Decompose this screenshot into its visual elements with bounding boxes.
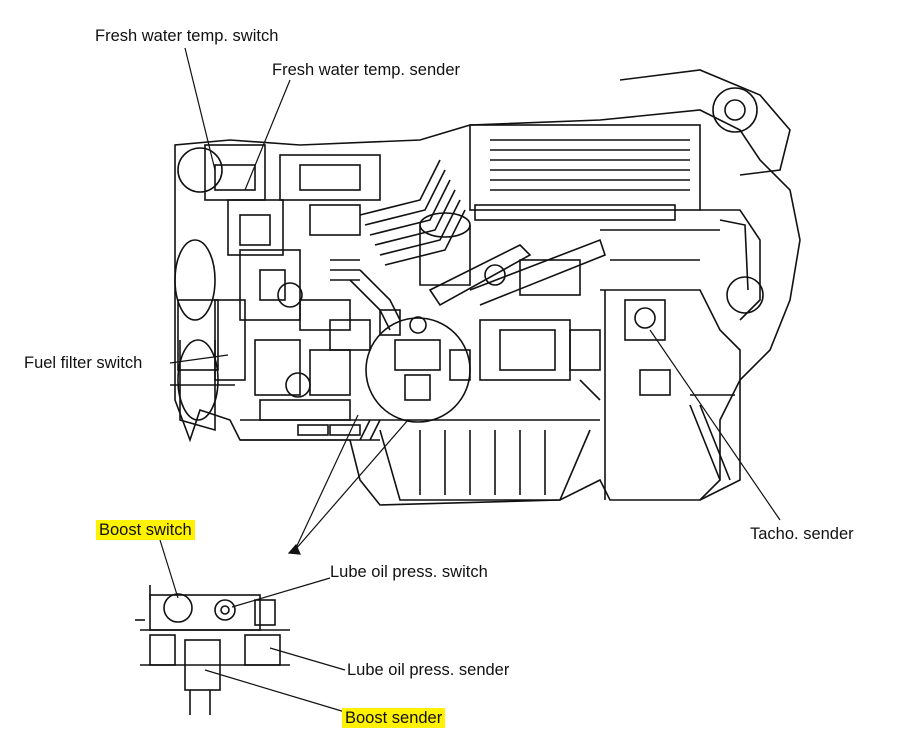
fresh-water-temp-sender-label: Fresh water temp. sender: [272, 61, 460, 79]
boost-sender-label: Boost sender: [342, 708, 446, 728]
boost-switch-label: Boost switch: [96, 520, 195, 540]
tacho-sender-label: Tacho. sender: [750, 525, 854, 543]
lube-oil-press-sender-label: Lube oil press. sender: [347, 661, 510, 679]
fresh-water-temp-switch-label: Fresh water temp. switch: [95, 27, 279, 45]
fuel-filter-switch-label: Fuel filter switch: [24, 354, 143, 372]
lube-oil-press-switch-label: Lube oil press. switch: [330, 563, 488, 581]
